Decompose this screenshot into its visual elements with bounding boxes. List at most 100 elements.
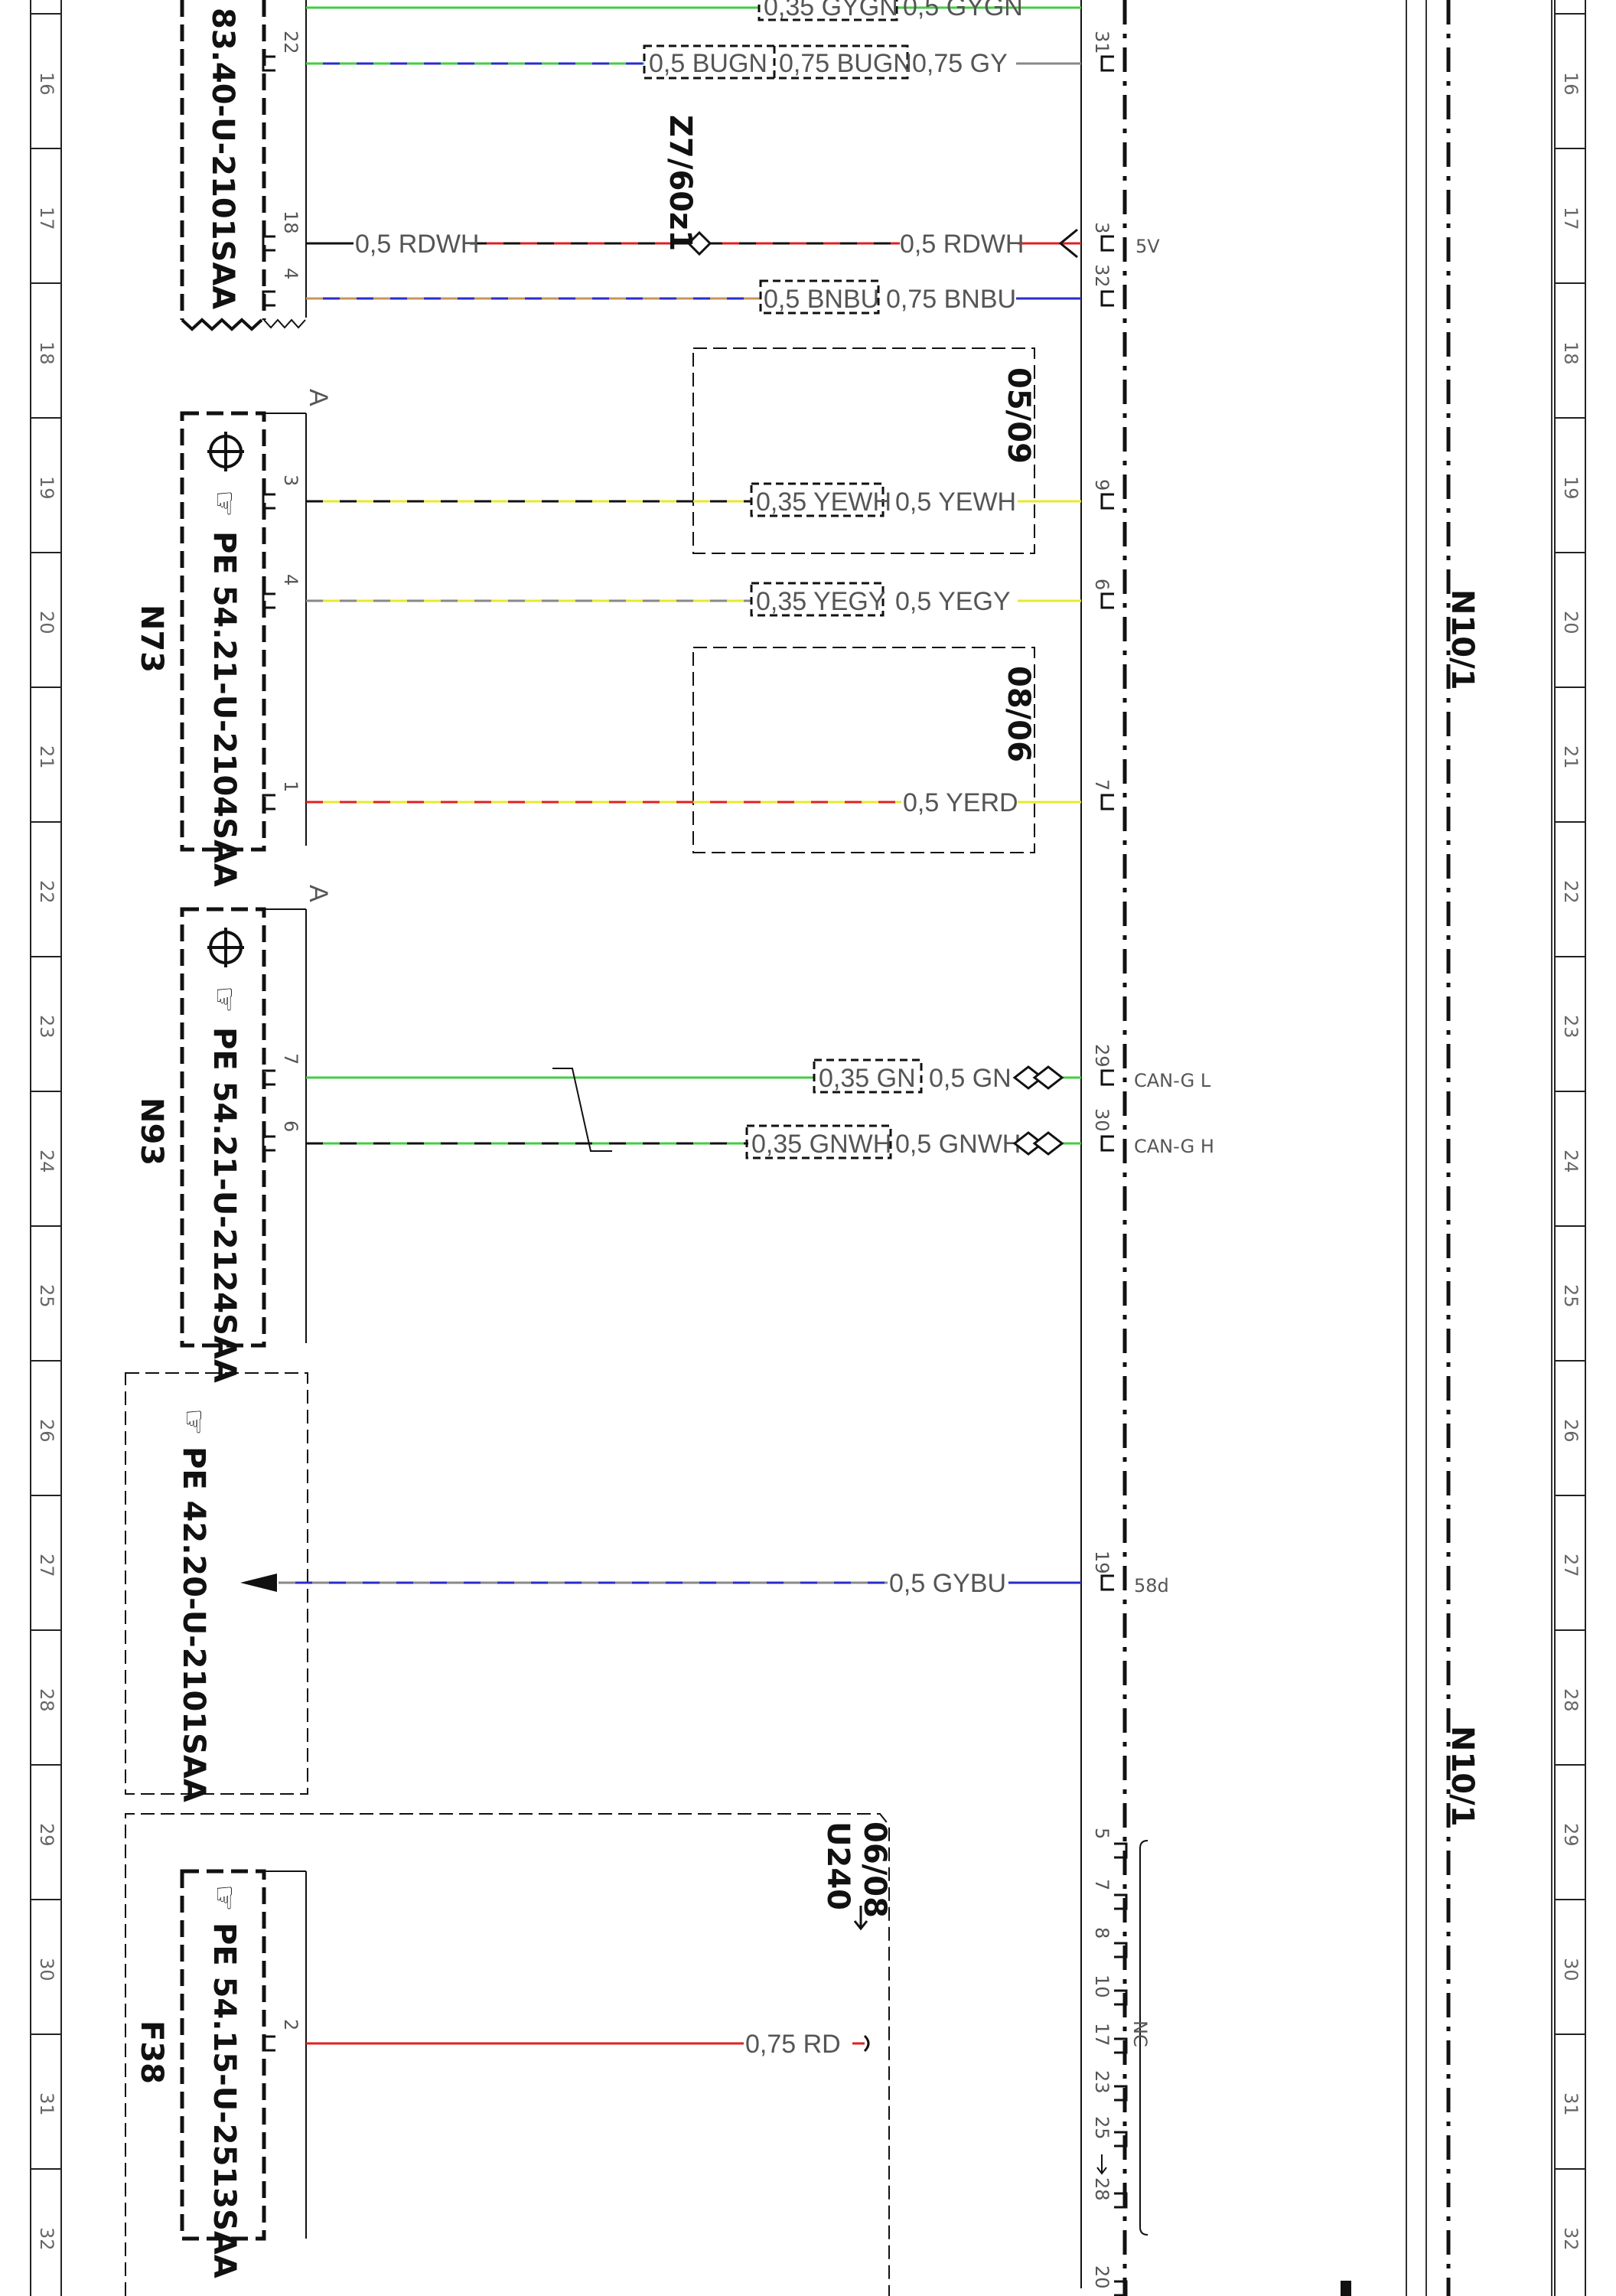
ruler-row-label: 32 xyxy=(36,2227,57,2251)
ruler-row-label: 16 xyxy=(1560,72,1582,96)
svg-text:0,75 GY: 0,75 GY xyxy=(912,49,1008,78)
pointing-hand-icon: ☞ xyxy=(176,1408,211,1436)
connector-arrow-icon xyxy=(1058,228,1078,259)
svg-text:0,75 RD: 0,75 RD xyxy=(745,2030,841,2059)
variant-box-05-09: 05/09 xyxy=(692,347,1036,554)
svg-text:58d: 58d xyxy=(1134,1575,1169,1596)
module-83-40-code: 83.40-U-2101SAA xyxy=(205,8,240,309)
ruler-row-label: 23 xyxy=(1560,1015,1582,1039)
controller-label-bottom: N10/1 xyxy=(1445,1726,1480,1827)
ruler-row-label: 28 xyxy=(1560,1688,1582,1712)
ruler-row-label: 19 xyxy=(36,476,57,500)
svg-text:19: 19 xyxy=(1091,1551,1113,1574)
ruler-row-label: 29 xyxy=(36,1823,57,1847)
wire: 0,5 GYBU 19 58d xyxy=(279,1551,1169,1598)
ruler-row-label: 21 xyxy=(36,745,57,769)
svg-text:0,35 GNWH: 0,35 GNWH xyxy=(751,1130,891,1159)
splice-icon xyxy=(686,230,712,256)
ruler-row-label: 25 xyxy=(1560,1284,1582,1308)
ruler-row-label: 24 xyxy=(1560,1150,1582,1173)
svg-text:1: 1 xyxy=(280,781,301,792)
svg-text:0,35 GYGN: 0,35 GYGN xyxy=(764,0,898,21)
module-f38-ref: F38 xyxy=(134,2020,169,2084)
svg-text:32: 32 xyxy=(1091,264,1113,288)
svg-text:3: 3 xyxy=(280,475,301,486)
module-f38-code: PE 54.15-U-2513SAA xyxy=(207,1923,242,2278)
pointing-hand-icon: ☞ xyxy=(207,986,242,1013)
svg-text:0,5 BNBU: 0,5 BNBU xyxy=(764,285,879,314)
twisted-pair-marker xyxy=(552,1068,612,1152)
svg-text:0,5 RDWH: 0,5 RDWH xyxy=(355,230,479,259)
svg-text:7: 7 xyxy=(1091,779,1113,791)
svg-text:0,5 GYBU: 0,5 GYBU xyxy=(889,1569,1006,1598)
ruler-row-label: 31 xyxy=(1560,2092,1582,2116)
svg-text:4: 4 xyxy=(280,268,301,279)
module-u240: 06/08 U240 xyxy=(125,1813,892,2296)
nc-pin xyxy=(1114,1942,1128,1958)
ruler-row-label: 22 xyxy=(1560,880,1582,904)
nc-pin-number: 28 xyxy=(1091,2177,1113,2201)
wire: 0,35 GNWH 0,5 GNWH 6 30 CAN-G H xyxy=(262,1108,1214,1159)
svg-text:4: 4 xyxy=(280,574,301,585)
svg-text:29: 29 xyxy=(1091,1044,1113,1068)
wire: 0,5 YERD 1 7 xyxy=(262,779,1116,817)
module-u240-ref: U240 xyxy=(820,1821,855,1910)
module-n73: A ☞ PE 54.21-U-2104SAA N73 xyxy=(134,389,333,887)
svg-text:CAN-G H: CAN-G H xyxy=(1134,1136,1214,1157)
page-marker xyxy=(1341,2281,1351,2296)
svg-text:0,5 YERD: 0,5 YERD xyxy=(903,788,1018,817)
ruler-row-label: 26 xyxy=(1560,1419,1582,1443)
svg-text:0,35 GN: 0,35 GN xyxy=(819,1064,916,1093)
svg-text:31: 31 xyxy=(1091,31,1113,54)
nc-pin xyxy=(1114,1893,1128,1910)
nc-pin-number: 20 xyxy=(1091,2265,1113,2289)
nc-pin-number: 25 xyxy=(1091,2116,1113,2140)
ruler-row-label: 29 xyxy=(1560,1823,1582,1847)
pointing-hand-icon: ☞ xyxy=(207,1884,242,1912)
svg-text:0,5 YEGY: 0,5 YEGY xyxy=(895,587,1011,616)
controller-n10-1: N10/1 N10/1 xyxy=(1080,0,1480,2296)
ruler-row-label: 18 xyxy=(1560,341,1582,365)
wire: 0,75 RD 2 xyxy=(262,2019,870,2059)
svg-text:0,75 BNBU: 0,75 BNBU xyxy=(886,285,1016,314)
module-u240-variant: 06/08 xyxy=(857,1821,892,1918)
wire: 0,5 BUGN 0,75 BUGN 0,75 GY 22 31 xyxy=(262,31,1116,80)
ruler-row-label: 22 xyxy=(36,880,57,904)
module-n93-ref: N93 xyxy=(134,1097,169,1166)
ruler-row-label: 25 xyxy=(36,1284,57,1308)
module-n93: A ☞ PE 54.21-U-2124SAA N93 xyxy=(134,885,333,1383)
ruler-row-label: 19 xyxy=(1560,476,1582,500)
wire: 0,35 YEWH 0,5 YEWH 3 9 xyxy=(262,475,1116,517)
ruler-row-label: 24 xyxy=(36,1150,57,1173)
ruler-row-label: 18 xyxy=(36,341,57,365)
module-n73-ref: N73 xyxy=(134,605,169,673)
svg-text:9: 9 xyxy=(1091,479,1113,491)
svg-text:0,5 BUGN: 0,5 BUGN xyxy=(649,49,767,78)
ruler-row-label: 17 xyxy=(36,207,57,230)
nc-pin-number: 10 xyxy=(1091,1975,1113,1998)
nc-pin-number: 8 xyxy=(1091,1927,1113,1939)
ruler-row-label: 32 xyxy=(1560,2227,1582,2251)
ruler-row-label: 20 xyxy=(36,611,57,634)
ruler-row-label: 26 xyxy=(36,1419,57,1443)
svg-text:0,5 YEWH: 0,5 YEWH xyxy=(895,488,1016,517)
svg-text:6: 6 xyxy=(280,1120,301,1132)
svg-text:7: 7 xyxy=(280,1053,301,1065)
svg-text:05/09: 05/09 xyxy=(1001,367,1036,464)
nc-pin-number: 5 xyxy=(1091,1828,1113,1839)
pointing-hand-icon: ☞ xyxy=(207,490,242,517)
module-n93-code: PE 54.21-U-2124SAA xyxy=(207,1027,242,1383)
nc-pin xyxy=(1114,1989,1128,2006)
module-n93-pictograph xyxy=(207,928,244,967)
nc-pin xyxy=(1114,1842,1128,1859)
svg-text:5V: 5V xyxy=(1135,236,1160,257)
ruler-row-label: 27 xyxy=(36,1554,57,1577)
arrow-icon xyxy=(240,1574,277,1592)
svg-text:30: 30 xyxy=(1091,1108,1113,1132)
ruler-row-label: 30 xyxy=(36,1958,57,1981)
svg-text:2: 2 xyxy=(280,2019,301,2030)
nc-pin-number: 23 xyxy=(1091,2070,1113,2094)
